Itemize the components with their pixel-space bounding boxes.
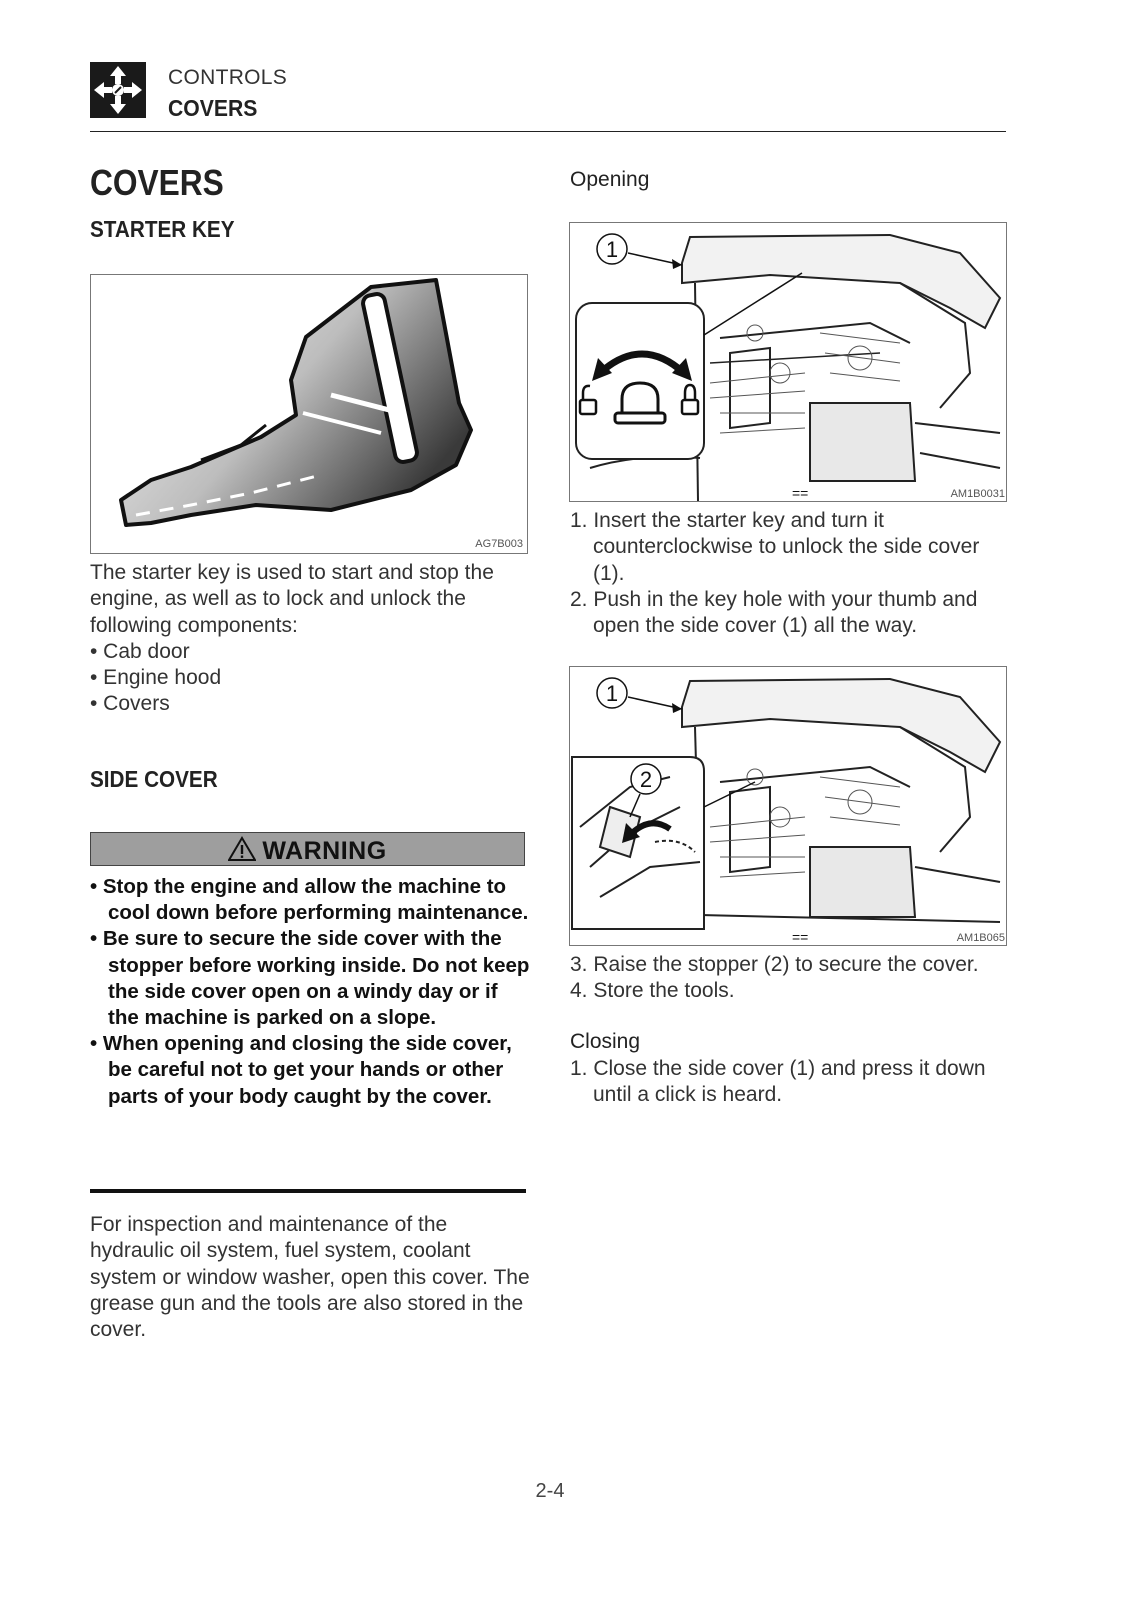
side-cover-unlock-illustration: 1 == [575,233,1002,501]
figure-bottom-mark: == [792,929,808,945]
figure-bottom-mark: == [792,485,808,501]
side-cover-heading: SIDE COVER [90,766,218,792]
closing-steps: 1. Close the side cover (1) and press it… [570,1056,1006,1109]
opening-figure-stopper: 2 1 == AM1B065 [569,666,1007,946]
starter-key-intro: The starter key is used to start and sto… [90,561,494,637]
callout-2: 2 [640,767,652,792]
opening-figure2-code: AM1B065 [956,932,1005,944]
starter-key-text: The starter key is used to start and sto… [90,560,530,718]
callout-1: 1 [606,237,618,262]
warning-label: WARNING [262,837,387,865]
closing-heading: Closing [570,1030,641,1053]
warning-item: • Stop the engine and allow the machine … [90,875,529,925]
list-item: • Covers [90,692,170,716]
side-cover-stopper-illustration: 2 1 == [571,677,1002,945]
list-item: • Cab door [90,639,190,663]
opening-steps-1: 1. Insert the starter key and turn it co… [570,508,1006,639]
opening-heading: Opening [570,168,650,191]
side-cover-description: For inspection and maintenance of the hy… [90,1213,530,1342]
starter-key-illustration [119,278,473,527]
warning-list: • Stop the engine and allow the machine … [90,874,530,1110]
header-divider [90,131,1006,132]
step-item: 1. Insert the starter key and turn it co… [570,509,980,585]
warning-end-rule [90,1189,526,1193]
page-number: 2-4 [535,1480,565,1502]
opening-figure-unlock: 1 == AM1B0031 [569,222,1007,502]
step-item: 1. Close the side cover (1) and press it… [570,1057,986,1107]
step-item: 2. Push in the key hole with your thumb … [570,587,978,638]
warning-triangle-icon [227,836,258,861]
list-item: • Engine hood [90,666,222,690]
header-section-label: CONTROLS [168,66,288,89]
starter-key-heading: STARTER KEY [90,216,235,242]
header-page-title: COVERS [168,95,258,121]
warning-item: • When opening and closing the side cove… [90,1032,512,1108]
opening-steps-2: 3. Raise the stopper (2) to secure the c… [570,952,1006,1005]
page-title: COVERS [90,162,224,203]
starter-key-figure: AG7B003 [90,274,528,554]
step-item: 3. Raise the stopper (2) to secure the c… [570,953,979,976]
step-item: 4. Store the tools. [570,979,735,1003]
warning-banner: WARNING [90,832,525,866]
warning-item: • Be sure to secure the side cover with … [90,927,530,1030]
controls-section-icon [90,62,146,118]
starter-key-figure-code: AG7B003 [475,538,523,550]
callout-1: 1 [606,681,618,706]
opening-figure1-code: AM1B0031 [950,488,1005,500]
